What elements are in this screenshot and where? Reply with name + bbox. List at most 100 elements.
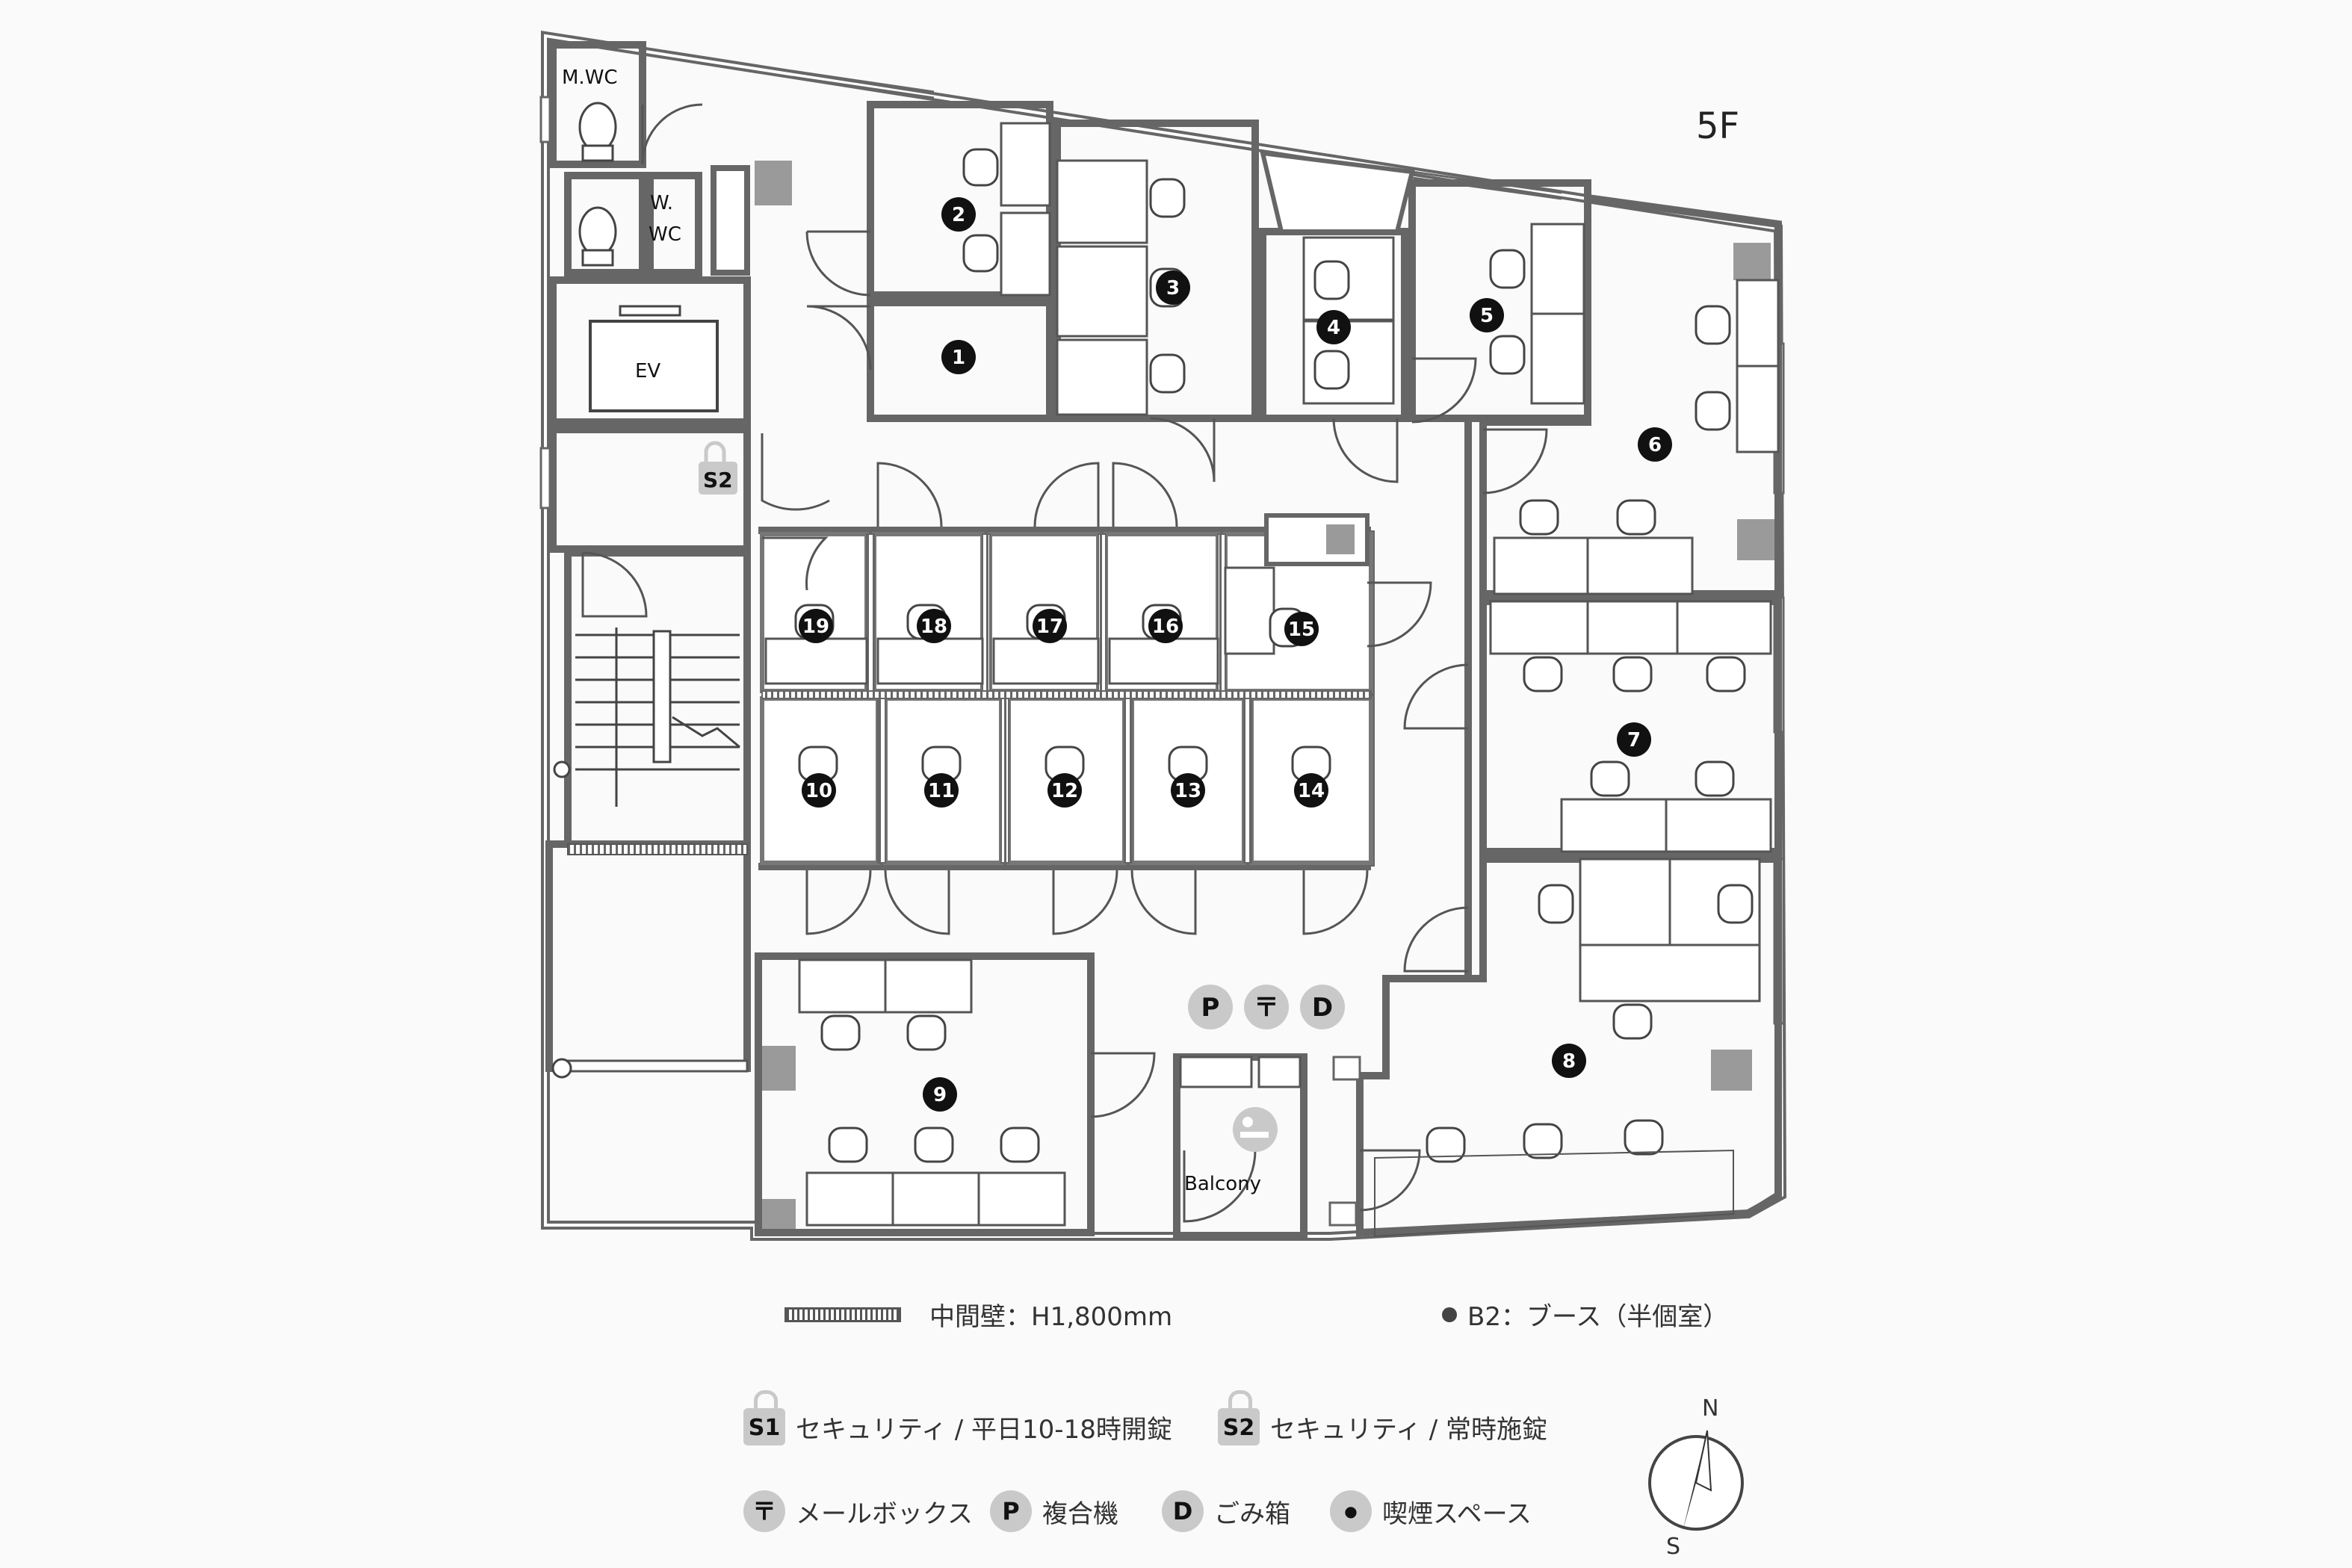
- booth-dot-icon: [1442, 1307, 1457, 1322]
- room-number-text: 10: [805, 780, 832, 802]
- room-number-16: 16: [1148, 609, 1183, 643]
- legend-smoking-text: 喫煙スペース: [1382, 1499, 1532, 1529]
- room-number-circle: [1294, 773, 1328, 808]
- room-number-circle: [1033, 609, 1067, 643]
- room-number-12: 12: [1047, 773, 1082, 808]
- room-number-circle: [1156, 270, 1190, 305]
- legend-trash-text: ごみ箱: [1214, 1499, 1290, 1529]
- legend-s1: S1 セキュリティ / 平日10-18時開錠: [743, 1390, 1172, 1445]
- room-number-circle: [941, 197, 976, 232]
- mwc-label: M.WC: [562, 66, 618, 89]
- room-number-text: 2: [952, 204, 965, 226]
- legend-mail: 〒 メールボックス: [743, 1490, 973, 1532]
- room-number-14: 14: [1294, 773, 1328, 808]
- room-number-circle: [1171, 773, 1205, 808]
- ev-label: EV: [635, 360, 660, 382]
- room-number-text: 5: [1480, 305, 1494, 327]
- wwc-label-1: W.: [650, 192, 673, 214]
- room-6: [1479, 193, 1782, 598]
- room-number-1: 1: [941, 340, 976, 374]
- room-number-11: 11: [924, 773, 959, 808]
- trash-legend-icon: D: [1162, 1490, 1204, 1532]
- room-number-9: 9: [923, 1077, 957, 1112]
- room-number-15: 15: [1284, 612, 1319, 646]
- room-number-circle: [1316, 310, 1351, 344]
- smoking-legend-icon: ●: [1330, 1490, 1372, 1532]
- printer-legend-icon: P: [990, 1490, 1032, 1532]
- room-number-text: 3: [1166, 277, 1180, 300]
- room-number-circle: [924, 773, 959, 808]
- s2-lock-icon: S2: [1218, 1390, 1260, 1445]
- printer-icon: P: [1188, 985, 1233, 1029]
- room-number-text: 19: [802, 616, 829, 638]
- room-number-7: 7: [1617, 722, 1651, 757]
- room-number-text: 12: [1051, 780, 1078, 802]
- room-number-13: 13: [1171, 773, 1205, 808]
- room-number-circle: [941, 340, 976, 374]
- compass-south: S: [1666, 1534, 1680, 1558]
- room-number-text: 18: [920, 616, 947, 638]
- chair-icon: [962, 148, 999, 187]
- svg-text:〒: 〒: [1254, 993, 1279, 1023]
- partition-swatch: [784, 1307, 901, 1322]
- room-number-circle: [799, 609, 833, 643]
- room-number-8: 8: [1552, 1044, 1586, 1078]
- mailbox-icon: 〒: [1244, 985, 1289, 1029]
- legend-partition: 中間壁：H1,800mm: [784, 1296, 1172, 1333]
- room-number-text: 11: [928, 780, 955, 802]
- room-number-6: 6: [1638, 427, 1672, 462]
- room-number-text: 17: [1036, 616, 1063, 638]
- room-number-circle: [1470, 298, 1504, 332]
- room-number-5: 5: [1470, 298, 1504, 332]
- security-badge-label: S2: [703, 468, 733, 492]
- balcony-label: Balcony: [1184, 1173, 1261, 1195]
- legend-s2: S2 セキュリティ / 常時施錠: [1218, 1390, 1548, 1445]
- wwc-label-2: WC: [649, 223, 681, 246]
- toilet-icon: [578, 102, 617, 152]
- room-number-circle: [1638, 427, 1672, 462]
- room-number-10: 10: [802, 773, 836, 808]
- elevator-car: [589, 320, 719, 412]
- room-number-17: 17: [1033, 609, 1067, 643]
- room-number-circle: [802, 773, 836, 808]
- room-number-text: 14: [1298, 780, 1325, 802]
- room-number-text: 16: [1152, 616, 1179, 638]
- room-number-text: 7: [1627, 729, 1641, 752]
- legend-trash: D ごみ箱: [1162, 1490, 1290, 1532]
- room-number-2: 2: [941, 197, 976, 232]
- legend-printer-text: 複合機: [1042, 1499, 1118, 1529]
- room-number-18: 18: [917, 609, 951, 643]
- smoking-icon: [1233, 1107, 1278, 1152]
- room-9: [755, 952, 1095, 1236]
- room-number-circle: [923, 1077, 957, 1112]
- elevator-shaft: [549, 276, 751, 426]
- toilet-icon: [578, 206, 617, 257]
- compass-icon: N S: [1648, 1395, 1744, 1558]
- security-lock-icon: S2: [699, 441, 737, 495]
- room-number-text: 6: [1648, 434, 1662, 456]
- room-number-text: 1: [952, 347, 965, 369]
- legend-s2-text: セキュリティ / 常時施錠: [1270, 1414, 1548, 1445]
- room-number-circle: [1148, 609, 1183, 643]
- room-number-text: 9: [933, 1084, 947, 1106]
- wwc-room: [564, 172, 654, 276]
- legend-s1-text: セキュリティ / 平日10-18時開錠: [796, 1414, 1172, 1445]
- room-number-4: 4: [1316, 310, 1351, 344]
- legend-printer: P 複合機: [990, 1490, 1118, 1532]
- room-number-circle: [1617, 722, 1651, 757]
- room-number-circle: [1552, 1044, 1586, 1078]
- s1-lock-icon: S1: [743, 1390, 785, 1445]
- room-number-circle: [1284, 612, 1319, 646]
- mailbox-legend-icon: 〒: [743, 1490, 785, 1532]
- svg-text:D: D: [1312, 993, 1333, 1023]
- legend-booth: B2：ブース（半個室）: [1442, 1296, 1728, 1333]
- room-number-circle: [917, 609, 951, 643]
- svg-text:P: P: [1201, 993, 1220, 1023]
- room-number-text: 15: [1288, 619, 1315, 641]
- legend-smoking: ● 喫煙スペース: [1330, 1490, 1532, 1532]
- room-number-text: 8: [1562, 1050, 1576, 1073]
- legend-partition-text: 中間壁：H1,800mm: [929, 1302, 1173, 1332]
- legend-mail-text: メールボックス: [796, 1499, 973, 1529]
